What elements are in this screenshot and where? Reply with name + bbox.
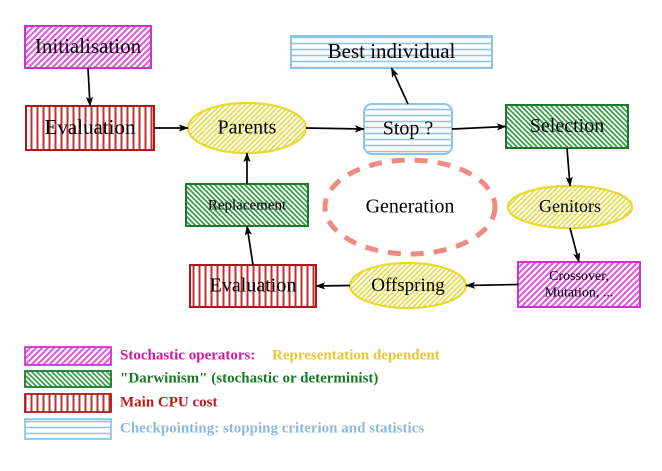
edge-stop-to-best <box>390 67 409 105</box>
node-evaluation_bot[interactable]: Evaluation <box>189 264 317 308</box>
node-parents[interactable]: Parents <box>186 101 308 155</box>
legend-text-checkpointing: Checkpointing: stopping criterion and st… <box>120 420 424 436</box>
node-initialisation[interactable]: Initialisation <box>24 25 152 69</box>
edge-crossover-to-offspring <box>465 281 519 289</box>
generation-ellipse <box>322 157 498 257</box>
node-shape-replacement <box>185 183 309 227</box>
node-label-parents: Parents <box>218 117 277 139</box>
legend-text-darwinism: "Darwinism" (stochastic or determinist) <box>120 370 378 386</box>
node-crossover[interactable]: Crossover,Mutation, ... <box>517 261 641 308</box>
node-replacement[interactable]: Replacement <box>185 183 309 227</box>
legend-item-darwinism: "Darwinism" (stochastic or determinist) <box>24 370 378 388</box>
legend-text-stochastic: Stochastic operators: <box>120 347 255 363</box>
node-shape-evaluation_top <box>25 105 155 151</box>
edge-genitors-to-crossover <box>569 227 581 263</box>
node-label-evaluation_top: Evaluation <box>45 115 136 139</box>
generation-annotation: Generation <box>322 157 498 257</box>
legend-swatch-darwinism <box>24 370 112 388</box>
legend-item-stochastic: Stochastic operators: Representation depe… <box>24 346 440 366</box>
node-label-offspring: Offspring <box>371 275 445 296</box>
edge-offspring-to-eval <box>315 282 351 290</box>
node-label-stop: Stop ? <box>383 118 434 140</box>
node-stop[interactable]: Stop ? <box>363 103 453 155</box>
node-best[interactable]: Best individual <box>290 35 493 69</box>
legend-item-checkpointing: Checkpointing: stopping criterion and st… <box>24 418 424 440</box>
legend-text2-stochastic: Representation dependent <box>272 347 440 363</box>
node-label-selection: Selection <box>530 115 604 137</box>
node-shape-initialisation <box>24 25 152 69</box>
node-shape-selection <box>505 104 629 149</box>
node-label-evaluation_bot: Evaluation <box>210 275 297 297</box>
legend-text-cpu-cost: Main CPU cost <box>120 394 218 410</box>
edge-stop-to-selection <box>451 123 507 131</box>
legend-swatch-checkpointing <box>24 418 112 440</box>
node-label2-crossover: Mutation, ... <box>545 285 614 300</box>
node-genitors[interactable]: Genitors <box>506 184 634 230</box>
generation-label: Generation <box>366 196 455 218</box>
legend-item-cpu-cost: Main CPU cost <box>24 393 218 413</box>
edges-layer <box>85 67 581 290</box>
node-shape-evaluation_bot <box>189 264 317 308</box>
legend-swatch-stochastic <box>24 346 112 366</box>
node-label-initialisation: Initialisation <box>35 34 142 58</box>
edge-parents-to-stop <box>305 125 365 133</box>
edge-eval-to-replacement <box>244 225 254 266</box>
node-label-replacement: Replacement <box>208 197 287 213</box>
node-selection[interactable]: Selection <box>505 104 629 149</box>
legend: Stochastic operators: Representation depe… <box>24 346 440 440</box>
legend-swatch-cpu-cost <box>24 393 112 413</box>
edge-selection-to-genitors <box>565 147 573 187</box>
edge-init-to-eval <box>85 67 94 107</box>
node-offspring[interactable]: Offspring <box>348 261 468 310</box>
node-label-crossover: Crossover, <box>549 269 609 284</box>
node-evaluation_top[interactable]: Evaluation <box>25 105 155 151</box>
node-label-genitors: Genitors <box>539 196 601 216</box>
node-label-best: Best individual <box>328 39 456 63</box>
